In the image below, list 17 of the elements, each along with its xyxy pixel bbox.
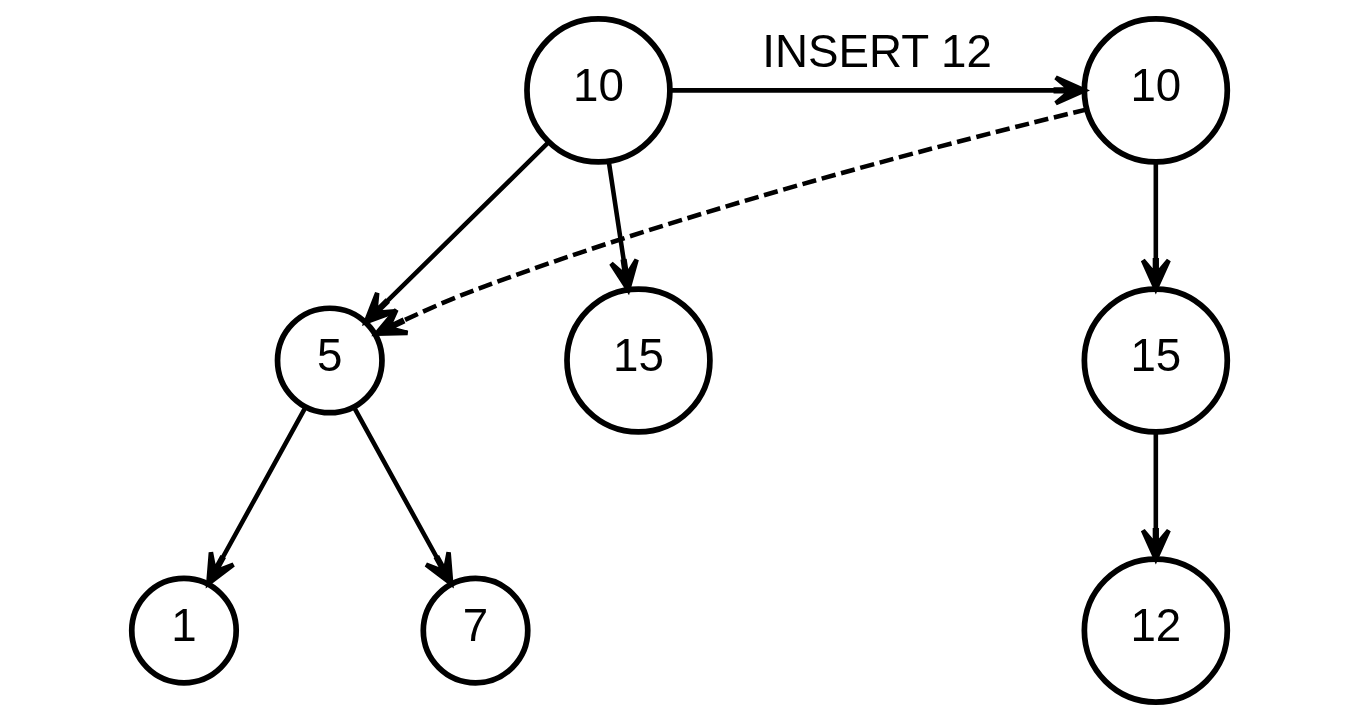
node-circle: 12 bbox=[1081, 556, 1231, 705]
node-circle: 15 bbox=[1081, 286, 1231, 435]
node-circle: 1 bbox=[128, 575, 240, 686]
edge-label: INSERT 12 bbox=[762, 25, 992, 77]
node-circle: 7 bbox=[420, 575, 531, 686]
arrow bbox=[670, 75, 1087, 106]
node-circle: 10 bbox=[1081, 16, 1231, 165]
node-circle: 5 bbox=[274, 305, 385, 416]
node-circle: 10 bbox=[524, 16, 673, 165]
arrow bbox=[1140, 161, 1171, 292]
arrow bbox=[1140, 431, 1171, 562]
arrow bbox=[352, 407, 454, 586]
arrow bbox=[363, 140, 551, 325]
node-circle: 15 bbox=[564, 286, 713, 435]
arrow bbox=[606, 161, 639, 293]
arrow bbox=[206, 407, 308, 586]
arrow bbox=[373, 107, 1088, 337]
